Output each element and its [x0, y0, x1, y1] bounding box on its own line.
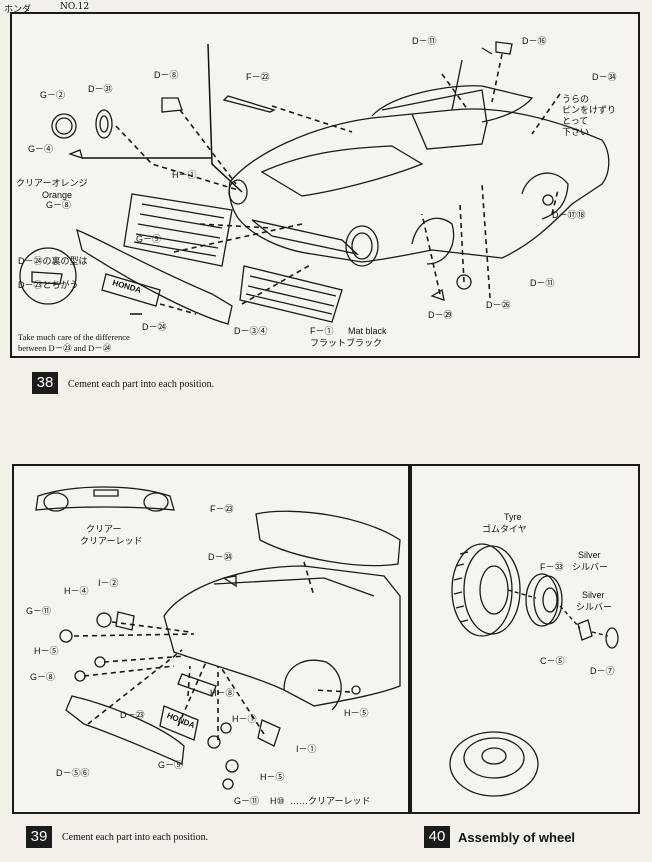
label-h5-c: H－⑤: [260, 772, 285, 782]
step-38-number: 38: [32, 372, 58, 394]
label-d31: D－㉛: [88, 84, 113, 94]
label-d34: D－㉞: [592, 72, 617, 82]
step-40-title: Assembly of wheel: [458, 830, 576, 845]
label-clear: クリアー: [86, 524, 122, 534]
model-number: NO.12: [60, 2, 90, 12]
label-d5-6: D－⑤⑥: [56, 768, 90, 778]
label-silver-1-en: Silver: [578, 550, 601, 560]
label-c5: C－⑤: [540, 656, 565, 666]
label-g8: G－⑧: [46, 200, 72, 210]
label-g9: G－⑨: [158, 760, 184, 770]
label-g2: G－②: [40, 90, 66, 100]
maker-label: ホンダ: [4, 5, 32, 15]
label-d23-diff: D－㉓とちがう: [18, 280, 79, 290]
step-40-drawing: [449, 543, 619, 797]
label-i2: I－②: [98, 578, 119, 588]
label-g8: G－⑧: [30, 672, 56, 682]
label-clear-orange-en: Orange: [42, 190, 73, 200]
label-d8: D－⑧: [154, 70, 179, 80]
label-clear-orange-jp: クリアーオレンジ: [16, 178, 88, 188]
label-g11: G－⑪: [26, 606, 52, 616]
step-38-drawing: [19, 41, 610, 325]
label-f22: F－㉒: [246, 72, 270, 82]
label-silver-2-en: Silver: [582, 590, 605, 600]
label-f23: F－㉓: [210, 504, 234, 514]
label-d3-4: D－③④: [234, 326, 268, 336]
label-h4: H－④: [64, 586, 89, 596]
label-mat-black: Mat black: [348, 326, 387, 336]
label-clear-red: クリアーレッド: [80, 536, 143, 546]
label-h1: H－①: [232, 714, 257, 724]
label-d7: D－⑦: [590, 666, 615, 676]
label-d29: D－㉙: [428, 310, 453, 320]
jp-note-remove-pin: うらの ピンをけずり とって 下さい: [562, 94, 617, 137]
label-silver-1-jp: シルバー: [572, 562, 609, 572]
label-g11-b: G－⑪: [234, 796, 260, 806]
label-h5-b: H－⑤: [344, 708, 369, 718]
label-i1: I－①: [296, 744, 317, 754]
step-40-number: 40: [424, 826, 450, 848]
step-39-drawing: [35, 486, 401, 790]
label-silver-2-jp: シルバー: [576, 602, 613, 612]
label-d24: D－㉔: [142, 322, 167, 332]
label-d26: D－㉖: [486, 300, 511, 310]
label-d34: D－㉞: [208, 552, 233, 562]
label-h10: H⑩: [270, 796, 285, 806]
label-h5: H－⑤: [34, 646, 59, 656]
label-h8: H－⑧: [210, 688, 235, 698]
label-flat-black: フラットブラック: [310, 338, 383, 348]
label-f1: F－①: [310, 326, 334, 336]
label-h1: H－①: [172, 170, 197, 180]
step-38-panel: D－⑪ D－⑯ G－② D－㉛ D－⑧ F－㉒ D－㉞ うらの ピンをけずり と…: [10, 12, 640, 358]
label-tyre-en: Tyre: [504, 512, 522, 522]
label-g4: G－④: [28, 144, 54, 154]
step-39-instruction: Cement each part into each position.: [62, 832, 209, 843]
step-39-panel: F－㉓ クリアー クリアーレッド D－㉞ H－④ I－② G－⑪ H－⑤ G－⑧…: [12, 464, 410, 814]
label-tyre-jp: ゴムタイヤ: [482, 524, 527, 534]
label-d11-top: D－⑪: [412, 36, 437, 46]
care-note: Take much care of the difference between…: [18, 332, 130, 353]
label-d23: D－㉓: [120, 710, 145, 720]
label-d16: D－⑯: [522, 36, 547, 46]
label-d11-bottom: D－⑪: [530, 278, 555, 288]
step-40-panel: Tyre ゴムタイヤ Silver F－㉝ シルバー Silver シルバー C…: [410, 464, 640, 814]
label-f33: F－㉝: [540, 562, 564, 572]
label-d24-back: D－㉔の裏の型は: [18, 256, 88, 266]
label-d17-18: D－⑰⑱: [552, 210, 586, 220]
step-38-instruction: Cement each part into each position.: [68, 379, 215, 390]
step-39-number: 39: [26, 826, 52, 848]
label-clear-red-b: ……クリアーレッド: [290, 796, 371, 806]
label-g9: G－⑨: [136, 234, 162, 244]
